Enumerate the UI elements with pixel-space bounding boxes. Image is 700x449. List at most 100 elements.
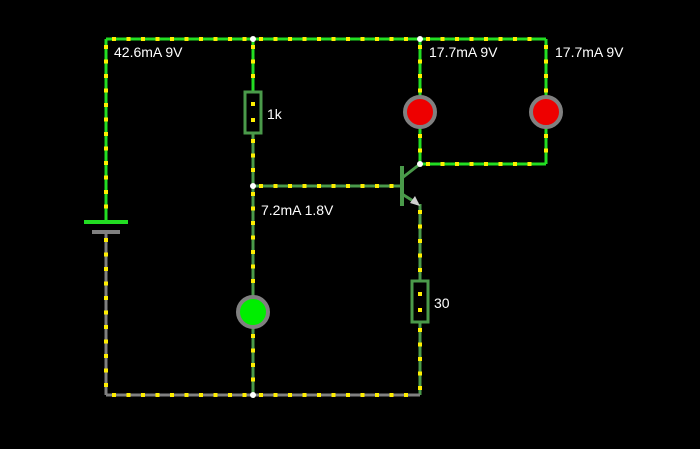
current-dot bbox=[346, 393, 350, 397]
led-green-icon bbox=[236, 295, 270, 329]
current-dot bbox=[440, 37, 445, 41]
current-dot bbox=[484, 37, 488, 41]
current-dot bbox=[104, 296, 108, 300]
current-dot bbox=[389, 393, 394, 397]
current-dot bbox=[331, 184, 336, 188]
current-dot bbox=[426, 37, 430, 41]
current-dot bbox=[184, 393, 189, 397]
current-dot bbox=[544, 74, 548, 78]
current-dot bbox=[360, 184, 365, 188]
current-dot bbox=[251, 235, 255, 240]
current-dot bbox=[418, 59, 422, 64]
resistor-30-dot bbox=[418, 292, 422, 296]
current-dot bbox=[242, 393, 247, 397]
current-dot bbox=[288, 393, 292, 397]
current-dot bbox=[104, 190, 108, 194]
current-dot bbox=[544, 134, 548, 138]
current-dot bbox=[259, 184, 263, 188]
current-dot bbox=[331, 393, 336, 397]
current-dot bbox=[288, 37, 292, 41]
led-indicator-2[interactable] bbox=[529, 95, 563, 129]
resistor-1k[interactable] bbox=[243, 90, 263, 135]
current-dot bbox=[104, 310, 108, 315]
current-dot bbox=[104, 74, 108, 78]
current-dot bbox=[317, 184, 321, 188]
current-dot bbox=[418, 224, 422, 229]
resistor-30-label: 30 bbox=[434, 295, 450, 311]
resistor-1k-dot bbox=[251, 118, 255, 122]
current-dot bbox=[484, 162, 488, 166]
node bbox=[250, 36, 256, 42]
current-dot bbox=[544, 59, 548, 64]
current-dot bbox=[104, 161, 108, 165]
led-red-icon bbox=[529, 95, 563, 129]
current-dot bbox=[104, 325, 108, 329]
resistor-30[interactable] bbox=[410, 279, 430, 324]
current-dot bbox=[544, 148, 548, 153]
current-dot bbox=[228, 393, 232, 397]
current-dot bbox=[104, 146, 108, 151]
current-dot bbox=[251, 59, 255, 64]
current-dot bbox=[104, 175, 108, 180]
npn-transistor[interactable] bbox=[398, 162, 421, 206]
current-dot bbox=[389, 37, 394, 41]
current-dot bbox=[251, 139, 255, 143]
current-dot bbox=[455, 162, 459, 166]
node bbox=[250, 183, 256, 189]
current-dot bbox=[513, 162, 517, 166]
current-dot bbox=[104, 59, 108, 64]
current-dot bbox=[251, 348, 255, 353]
current-dot bbox=[418, 74, 422, 78]
current-dot bbox=[317, 37, 321, 41]
current-dot bbox=[418, 328, 422, 332]
current-dot bbox=[141, 393, 145, 397]
current-dot bbox=[155, 37, 160, 41]
current-dot bbox=[141, 37, 145, 41]
current-dot bbox=[104, 354, 108, 358]
current-dot bbox=[418, 45, 422, 49]
battery[interactable] bbox=[84, 220, 128, 234]
current-dot bbox=[228, 37, 232, 41]
current-dot bbox=[302, 393, 307, 397]
resistor-30-body bbox=[410, 279, 430, 324]
current-dot bbox=[513, 37, 517, 41]
resistor-1k-body bbox=[243, 90, 263, 135]
current-dot bbox=[251, 206, 255, 211]
current-dot bbox=[404, 37, 408, 41]
led-indicator-1[interactable] bbox=[403, 95, 437, 129]
current-dot bbox=[469, 162, 474, 166]
current-dot bbox=[375, 393, 379, 397]
current-dot bbox=[104, 204, 108, 209]
current-dot bbox=[418, 342, 422, 347]
current-dot bbox=[527, 162, 532, 166]
current-dot bbox=[112, 37, 116, 41]
current-dot bbox=[346, 37, 350, 41]
current-dot bbox=[418, 134, 422, 138]
current-dot bbox=[213, 37, 218, 41]
current-dot bbox=[199, 393, 203, 397]
current-dot bbox=[498, 162, 503, 166]
current-dot bbox=[126, 37, 131, 41]
current-dot bbox=[259, 393, 263, 397]
current-dot bbox=[418, 88, 422, 93]
current-dot bbox=[418, 357, 422, 361]
current-dot bbox=[527, 37, 532, 41]
current-dot bbox=[104, 339, 108, 344]
resistor-1k-label: 1k bbox=[267, 106, 283, 122]
resistor-30-dot bbox=[418, 308, 422, 312]
resistor-1k-dot bbox=[251, 102, 255, 106]
current-dot bbox=[360, 393, 365, 397]
current-dot bbox=[251, 334, 255, 338]
current-dot bbox=[389, 184, 394, 188]
led-base[interactable] bbox=[236, 295, 270, 329]
current-dot bbox=[104, 281, 108, 286]
current-dot bbox=[104, 117, 108, 122]
current-dot bbox=[251, 168, 255, 172]
current-dot bbox=[104, 383, 108, 387]
current-dot bbox=[104, 103, 108, 107]
current-dot bbox=[375, 37, 379, 41]
junction-nodes bbox=[250, 36, 423, 398]
current-dot bbox=[104, 88, 108, 93]
